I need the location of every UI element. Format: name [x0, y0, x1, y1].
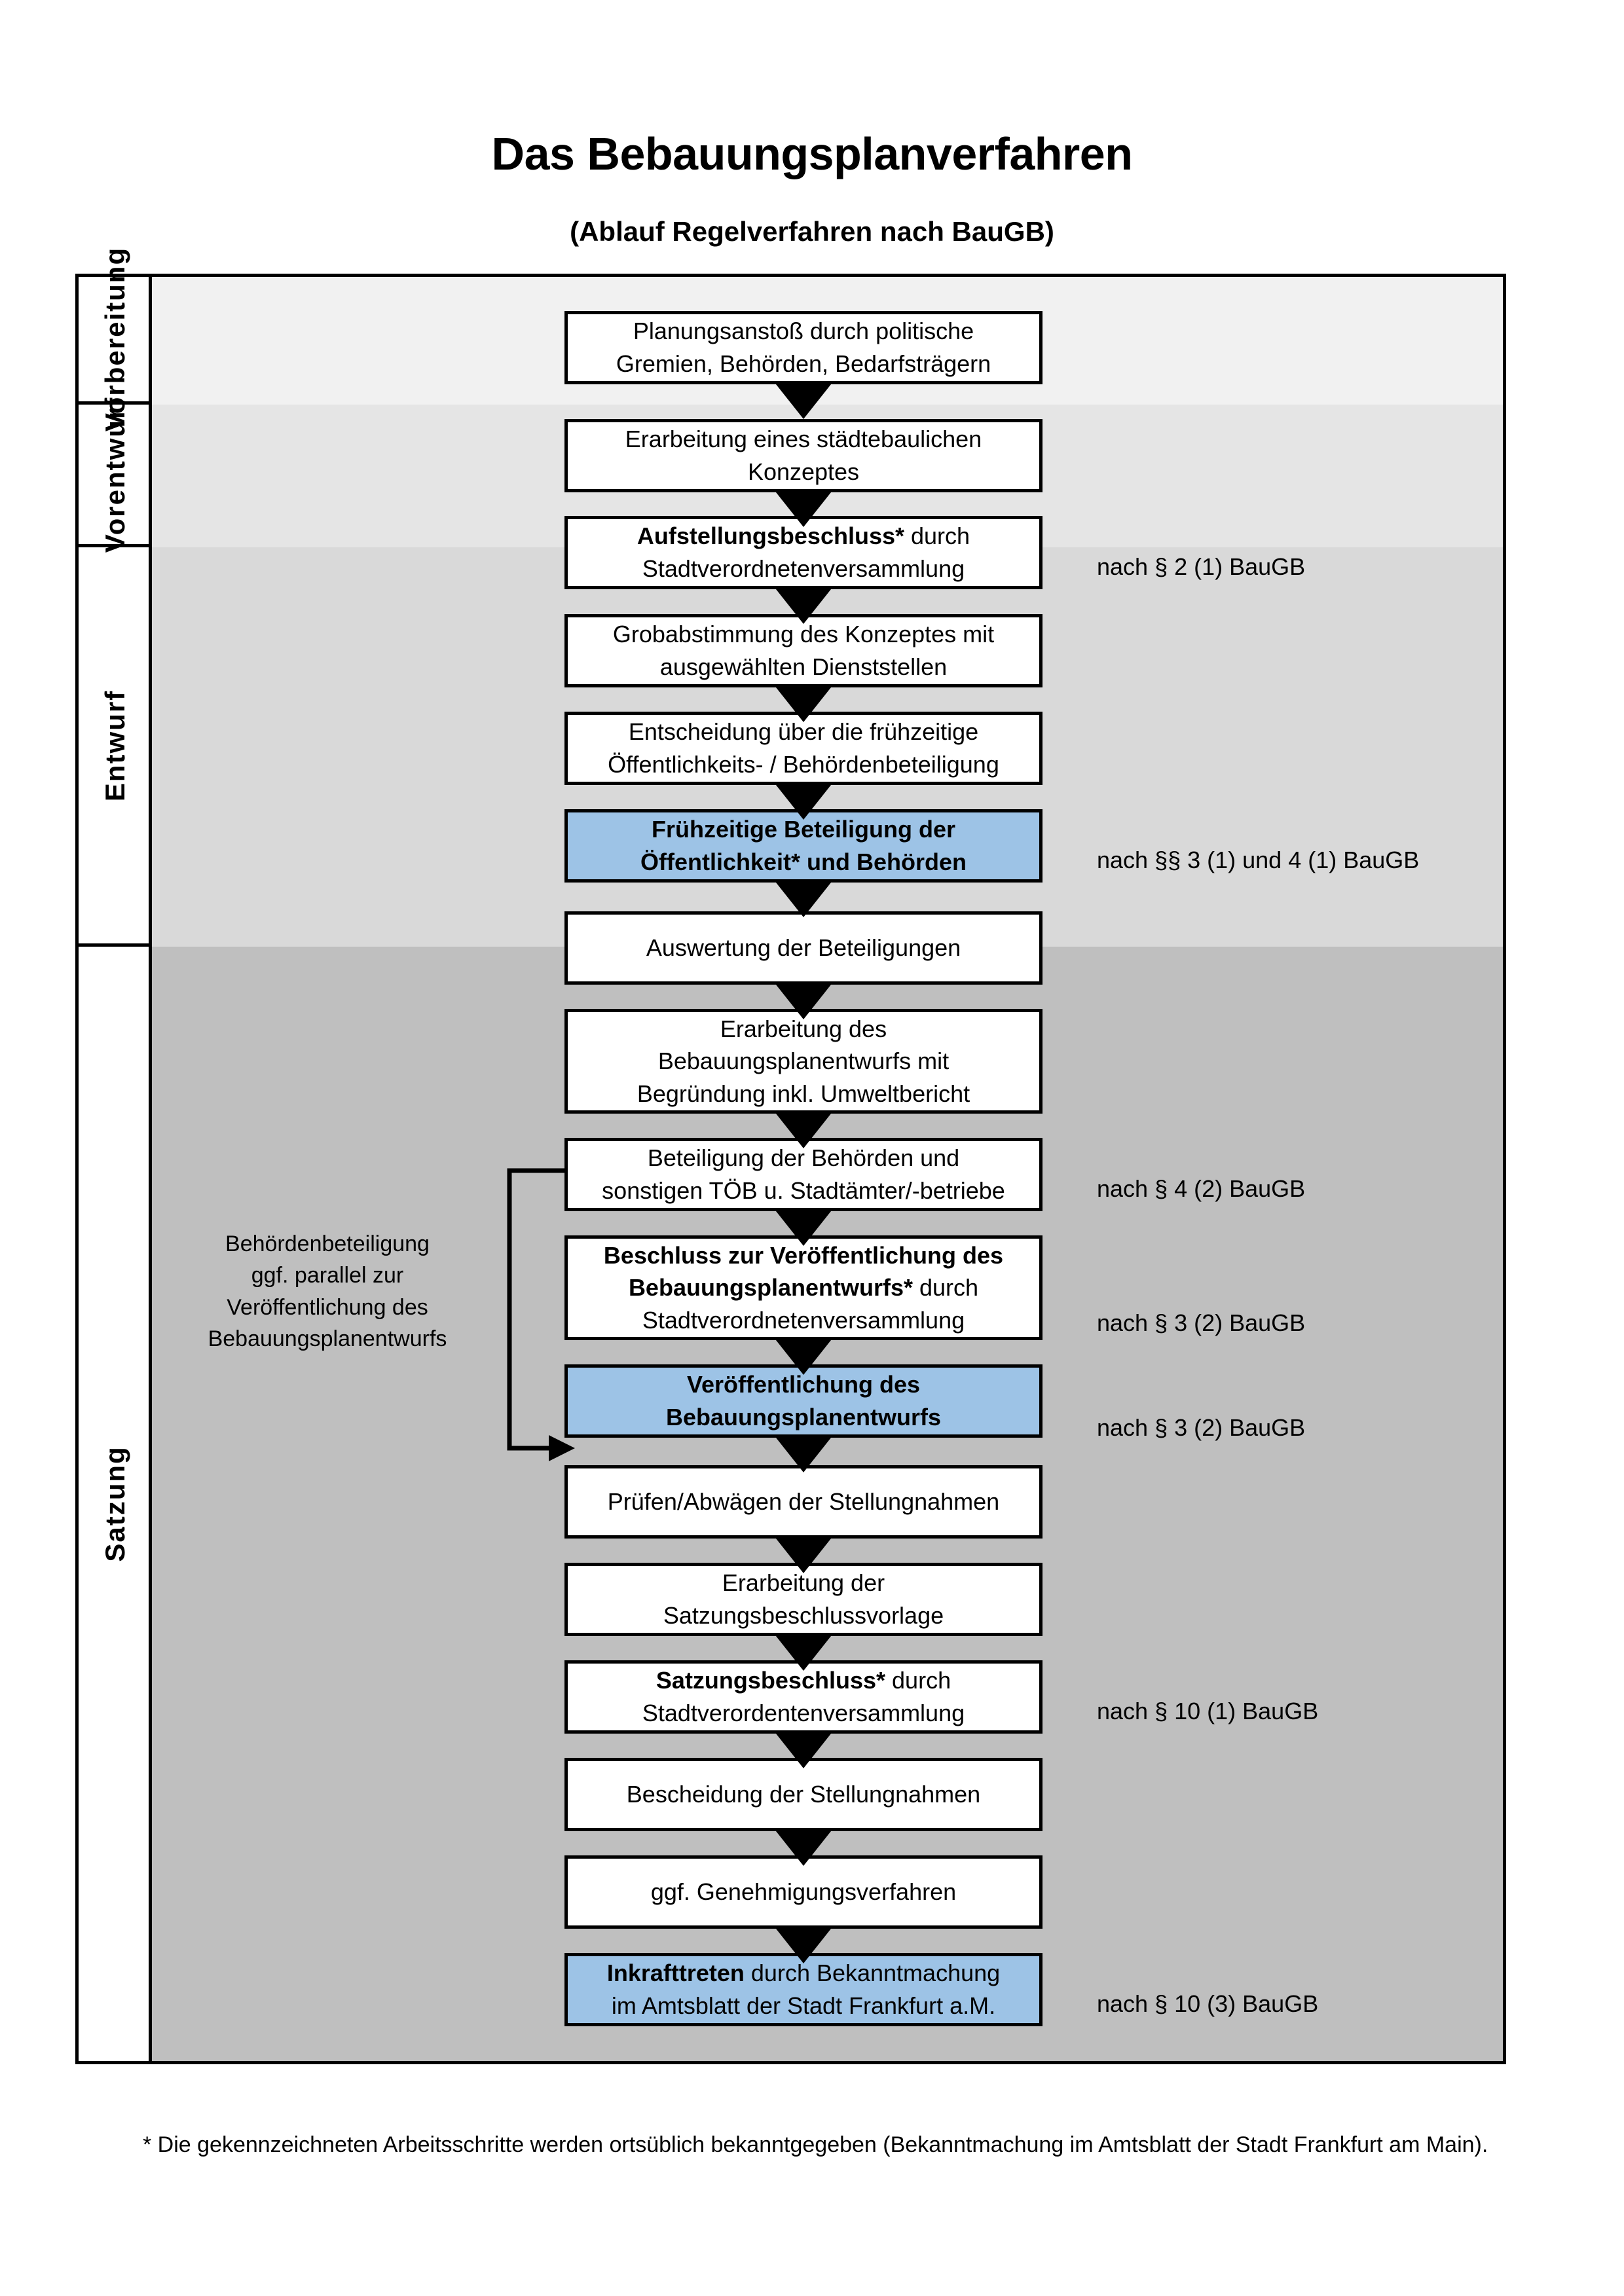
arrow-down-9 — [773, 1208, 834, 1246]
step-box-beschluss-veroeffentlichung[interactable]: Beschluss zur Veröffentlichung des Bebau… — [564, 1235, 1043, 1340]
arrow-down-3 — [773, 586, 834, 624]
arrow-down-16 — [773, 1925, 834, 1963]
step-text-bescheidung-stellungnahmen: Bescheidung der Stellungnahmen — [626, 1781, 981, 1808]
annotation-veroeffentlichung: nach § 3 (2) BauGB — [1097, 1414, 1306, 1441]
step-box-inkrafttreten[interactable]: Inkrafttreten durch Bekanntmachung im Am… — [564, 1953, 1043, 2026]
arrow-down-11 — [773, 1434, 834, 1472]
arrow-down-8 — [773, 1110, 834, 1148]
step-box-satzungsbeschluss[interactable]: Satzungsbeschluss* durch Stadtverordente… — [564, 1660, 1043, 1734]
step-text-inkrafttreten: Inkrafttreten durch Bekanntmachung im Am… — [606, 1959, 1001, 2019]
annotation-beschluss-veroeffentlichung: nach § 3 (2) BauGB — [1097, 1309, 1306, 1336]
phase-label-column: Vorbereitung Vorentwurf Entwurf Satzung — [79, 247, 152, 2061]
arrow-down-10 — [773, 1337, 834, 1375]
feedback-connector-behoerdenbeteiligung — [507, 1168, 575, 1461]
arrow-down-5 — [773, 782, 834, 820]
sidenote-behoerdenbeteiligung: Behördenbeteiligung ggf. parallel zur Ve… — [208, 1231, 447, 1351]
arrow-down-1 — [773, 381, 834, 419]
annotation-satzungsbeschluss: nach § 10 (1) BauGB — [1097, 1698, 1319, 1724]
annotation-inkrafttreten: nach § 10 (3) BauGB — [1097, 1990, 1319, 2017]
arrow-down-6 — [773, 879, 834, 917]
phase-cell-vorentwurf: Vorentwurf — [79, 396, 152, 553]
phase-label-vorentwurf: Vorentwurf — [100, 396, 130, 553]
step-text-beschluss-veroeffentlichung: Beschluss zur Veröffentlichung des Bebau… — [603, 1241, 1004, 1334]
phase-cell-satzung: Satzung — [79, 947, 152, 2061]
arrow-down-12 — [773, 1535, 834, 1573]
arrow-down-14 — [773, 1730, 834, 1768]
page-subtitle: (Ablauf Regelverfahren nach BauGB) — [570, 216, 1054, 247]
step-text-aufstellungsbeschluss: Aufstellungsbeschluss* durch Stadtverord… — [637, 522, 970, 582]
step-text-satzungsbeschluss: Satzungsbeschluss* durch Stadtverordente… — [642, 1667, 965, 1726]
phase-label-satzung: Satzung — [100, 1446, 130, 1562]
phase-label-entwurf: Entwurf — [100, 689, 130, 801]
step-text-pruefen-abwaegen: Prüfen/Abwägen der Stellungnahmen — [607, 1488, 1000, 1516]
annotation-aufstellungsbeschluss: nach § 2 (1) BauGB — [1097, 553, 1306, 580]
phase-cell-entwurf: Entwurf — [79, 547, 152, 947]
step-box-genehmigungsverfahren[interactable]: ggf. Genehmigungsverfahren — [564, 1855, 1043, 1929]
arrow-down-2 — [773, 489, 834, 527]
step-text-genehmigungsverfahren: ggf. Genehmigungsverfahren — [650, 1878, 957, 1906]
annotation-fruehzeitige-beteiligung: nach §§ 3 (1) und 4 (1) BauGB — [1097, 847, 1420, 873]
arrow-down-13 — [773, 1633, 834, 1671]
arrow-down-15 — [773, 1828, 834, 1866]
step-box-pruefen-abwaegen[interactable]: Prüfen/Abwägen der Stellungnahmen — [564, 1465, 1043, 1539]
annotation-beteiligung-behoerden: nach § 4 (2) BauGB — [1097, 1175, 1306, 1202]
step-text-auswertung-beteiligungen: Auswertung der Beteiligungen — [646, 934, 961, 962]
step-box-auswertung-beteiligungen[interactable]: Auswertung der Beteiligungen — [564, 911, 1043, 985]
arrow-down-7 — [773, 981, 834, 1019]
arrow-down-4 — [773, 684, 834, 722]
page-title: Das Bebauungsplanverfahren — [491, 128, 1133, 179]
footnote-text: * Die gekennzeichneten Arbeitsschritte w… — [143, 2132, 1488, 2157]
phase-cell-vorbereitung: Vorbereitung — [79, 247, 152, 431]
step-box-bescheidung-stellungnahmen[interactable]: Bescheidung der Stellungnahmen — [564, 1758, 1043, 1831]
